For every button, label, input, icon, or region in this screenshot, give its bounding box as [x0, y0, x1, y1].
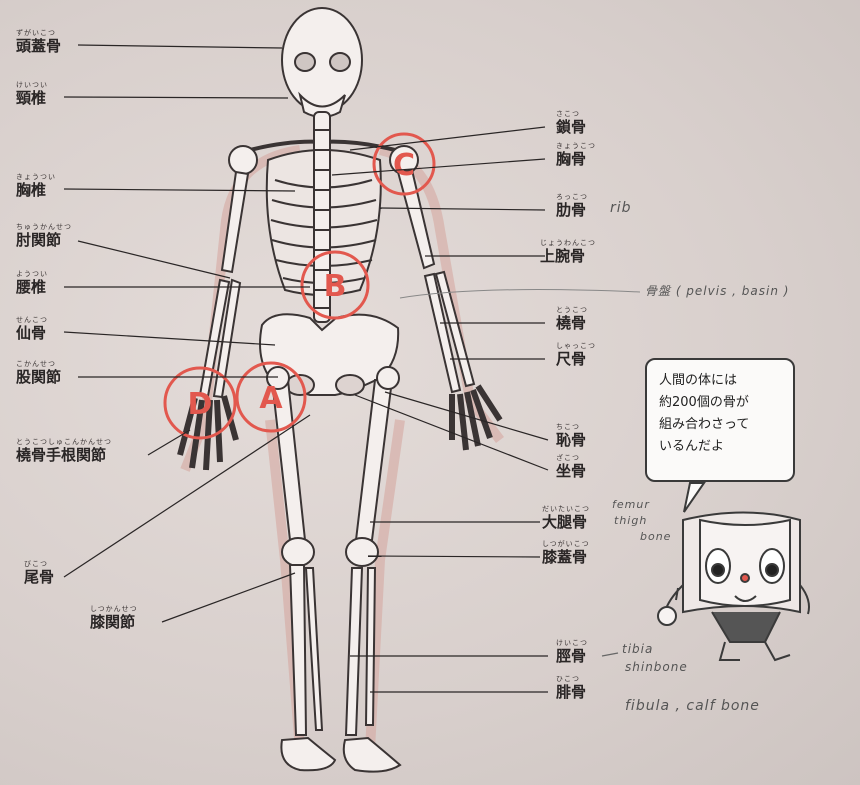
label-sternum: きょうこつ胸骨 — [556, 143, 596, 167]
label-femur: だいたいこつ大腿骨 — [542, 506, 590, 530]
note-bone: bone — [640, 530, 671, 543]
label-knee-joint: しつかんせつ膝関節 — [90, 606, 138, 630]
bubble-line: 組み合わさって — [659, 414, 785, 436]
note-tibia: tibia — [622, 642, 653, 656]
label-ischium: ざこつ坐骨 — [556, 455, 586, 479]
marker-c: C — [393, 148, 415, 183]
note-rib: rib — [610, 200, 632, 216]
marker-b: B — [324, 269, 347, 304]
label-patella: しつがいこつ膝蓋骨 — [542, 541, 590, 565]
label-humerus: じょうわんこつ上腕骨 — [540, 240, 596, 264]
label-lumbar-vertebrae: ようつい腰椎 — [16, 271, 48, 295]
note-femur: femur — [612, 498, 650, 511]
label-sacrum: せんこつ仙骨 — [16, 317, 48, 341]
label-tibia: けいこつ脛骨 — [556, 640, 588, 664]
bubble-line: いるんだよ — [659, 436, 785, 458]
label-hip-joint: こかんせつ股関節 — [16, 361, 61, 385]
label-ulna: しゃっこつ尺骨 — [556, 343, 596, 367]
label-ribs: ろっこつ肋骨 — [556, 194, 588, 218]
label-pubis: ちこつ恥骨 — [556, 424, 586, 448]
note-thigh: thigh — [614, 514, 647, 527]
note-shinbone: shinbone — [625, 660, 688, 674]
label-cervical-vertebrae: けいつい頸椎 — [16, 82, 48, 106]
marker-d: D — [188, 387, 213, 422]
marker-a: A — [259, 381, 283, 416]
label-radius: とうこつ橈骨 — [556, 307, 588, 331]
speech-bubble: 人間の体には 約200個の骨が 組み合わさって いるんだよ — [645, 358, 795, 482]
label-coccyx: びこつ尾骨 — [24, 561, 54, 585]
label-thoracic-vertebrae: きょうつい胸椎 — [16, 174, 56, 198]
book-mascot — [658, 483, 809, 660]
bubble-line: 約200個の骨が — [659, 392, 785, 414]
label-clavicle: さこつ鎖骨 — [556, 111, 586, 135]
label-fibula: ひこつ腓骨 — [556, 676, 586, 700]
bubble-line: 人間の体には — [659, 370, 785, 392]
label-skull: ずがいこつ頭蓋骨 — [16, 30, 61, 54]
note-fibula: fibula , calf bone — [625, 698, 760, 714]
note-pelvis: 骨盤 ( pelvis , basin ) — [645, 282, 789, 299]
label-wrist-joint: とうこつしゅこんかんせつ橈骨手根関節 — [16, 439, 112, 463]
label-elbow-joint: ちゅうかんせつ肘関節 — [16, 224, 72, 248]
